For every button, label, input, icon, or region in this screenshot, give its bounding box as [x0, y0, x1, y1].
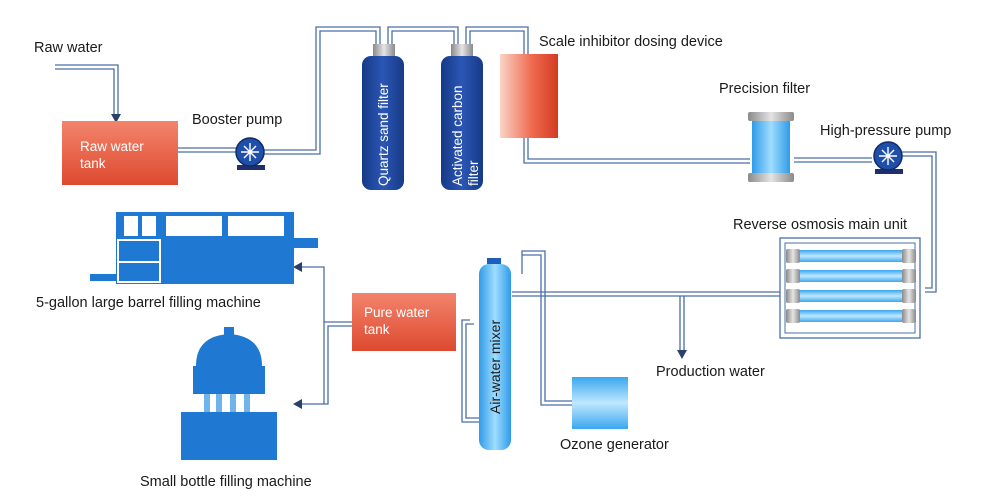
pipe-pump-to-quartz	[262, 26, 381, 155]
pipe-carbon-to-dosing	[465, 26, 529, 54]
raw-water-tank-label-1: Raw water	[80, 139, 144, 154]
pure-water-tank	[352, 293, 456, 351]
raw-water-tank-label-2: tank	[80, 156, 106, 171]
raw-water-label: Raw water	[34, 40, 103, 56]
carbon-filter-label-2: filter	[466, 160, 481, 186]
pure-water-tank-label-2: tank	[364, 322, 390, 337]
flow-arrows	[111, 114, 687, 409]
pipe-hppump-to-ro	[902, 151, 937, 293]
pipe-tank-to-pump	[178, 147, 236, 153]
ozone-generator-label: Ozone generator	[560, 437, 669, 453]
ozone-generator	[572, 377, 628, 429]
precision-filter-label: Precision filter	[719, 81, 810, 97]
arrow-down-icon	[677, 350, 687, 359]
quartz-sand-filter-label: Quartz sand filter	[376, 83, 391, 186]
barrel-filling-machine	[90, 212, 318, 284]
ro-main-unit-label: Reverse osmosis main unit	[733, 217, 907, 233]
scale-inhibitor-label: Scale inhibitor dosing device	[539, 34, 723, 50]
air-water-mixer-label: Air-water mixer	[487, 320, 503, 414]
raw-water-tank	[62, 121, 178, 185]
pipe-mixer-ozone	[521, 250, 572, 406]
arrow-down-icon	[111, 114, 121, 123]
pipe-mixer-to-purewater	[461, 319, 484, 423]
carbon-filter-label-1: Activated carbon	[450, 85, 465, 186]
pipe-dosing-to-precision	[523, 138, 750, 164]
pure-water-tank-label-1: Pure water	[364, 305, 430, 320]
production-water-label: Production water	[656, 364, 765, 380]
barrel-filling-label: 5-gallon large barrel filling machine	[36, 295, 261, 311]
quartz-sand-filter	[362, 44, 404, 190]
bottle-filling-label: Small bottle filling machine	[140, 474, 312, 490]
pipe-precision-to-hppump	[794, 157, 872, 163]
arrow-left-icon	[293, 262, 302, 272]
pump-icon	[235, 137, 265, 170]
activated-carbon-filter	[441, 44, 483, 190]
scale-inhibitor-dosing-device	[500, 54, 558, 138]
pump-icon	[873, 141, 903, 174]
pipes	[55, 26, 937, 423]
pipe-ro-to-production	[512, 291, 780, 297]
booster-pump-label: Booster pump	[192, 112, 282, 128]
precision-filter	[748, 112, 794, 182]
bottle-filling-machine	[181, 327, 277, 460]
pipe-raw-inlet	[55, 64, 119, 116]
arrow-left-icon	[293, 399, 302, 409]
pipe-quartz-to-carbon	[387, 26, 459, 46]
high-pressure-pump-label: High-pressure pump	[820, 123, 951, 139]
ro-main-unit	[779, 237, 921, 339]
air-water-mixer	[479, 258, 511, 450]
pipe-purewater-to-fillers	[300, 266, 352, 405]
